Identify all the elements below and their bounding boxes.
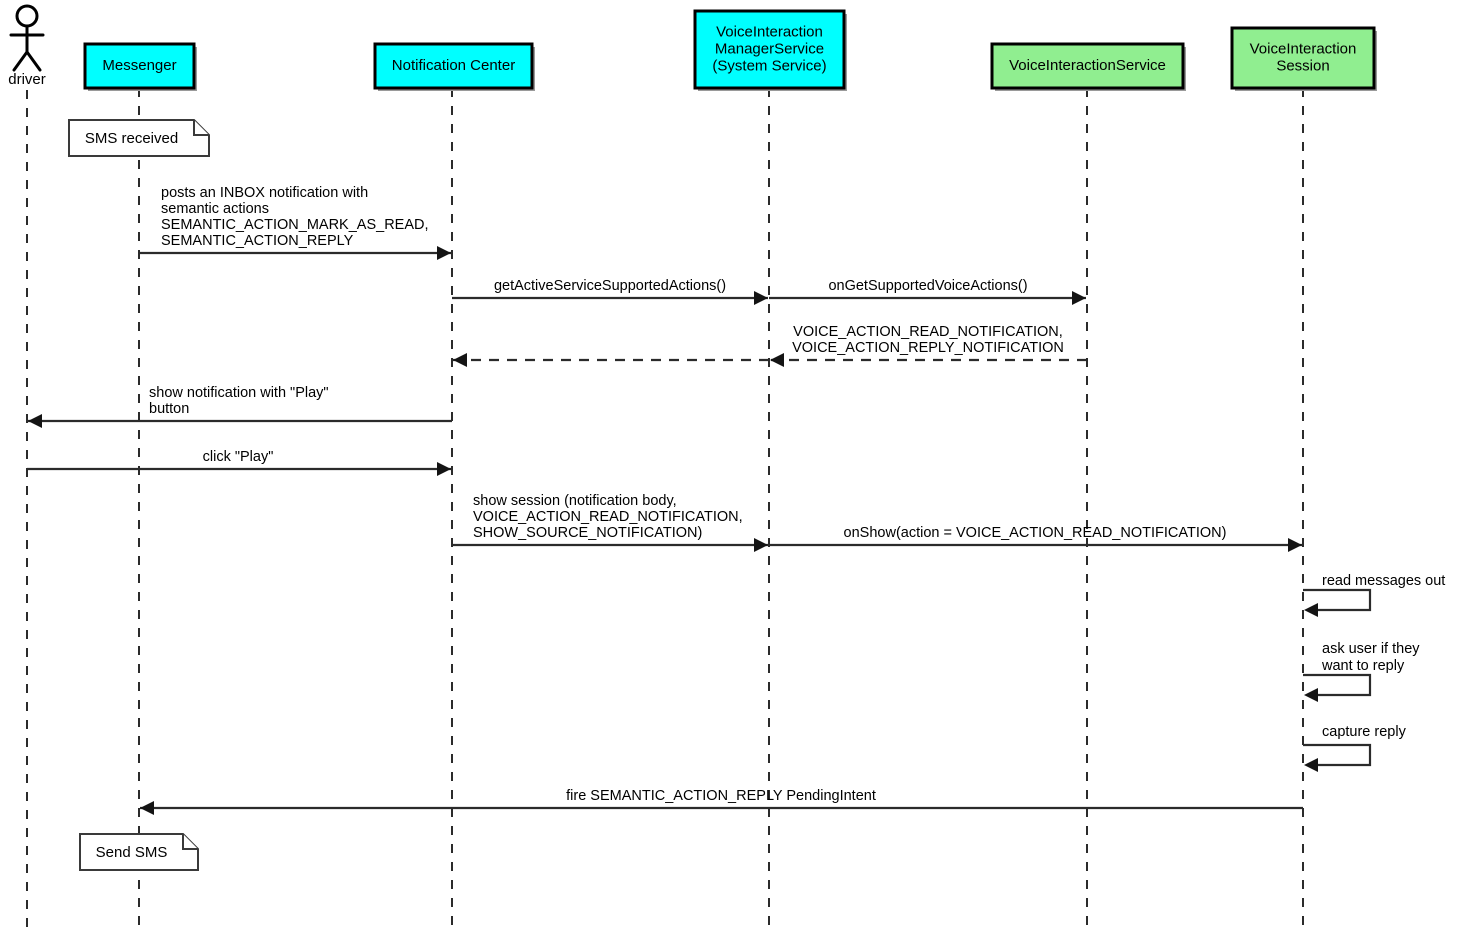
- participant-notification-center[interactable]: Notification Center: [373, 42, 535, 91]
- message-msg-on-get-supported-voice-actions: onGetSupportedVoiceActions(): [769, 278, 1086, 305]
- participant-label-line: VoiceInteraction: [716, 23, 823, 40]
- message-msg-click-play: click "Play": [27, 449, 451, 476]
- message-arrowhead-icon: [437, 246, 451, 260]
- message-arrowhead-icon: [770, 353, 784, 367]
- note-label: Send SMS: [96, 844, 168, 861]
- self-message-self-capture-reply: capture reply: [1303, 724, 1407, 772]
- participant-box[interactable]: [1230, 26, 1376, 90]
- message-arrowhead-icon: [754, 291, 768, 305]
- self-message-label-line: read messages out: [1322, 573, 1445, 589]
- message-label-line: VOICE_ACTION_REPLY_NOTIFICATION: [792, 340, 1064, 356]
- message-arrowhead-icon: [140, 801, 154, 815]
- message-label-line: onShow(action = VOICE_ACTION_READ_NOTIFI…: [844, 525, 1227, 541]
- participant-label-line: Notification Center: [392, 57, 515, 74]
- self-message-path: [1303, 588, 1372, 612]
- note-note-send-sms: Send SMS: [79, 833, 199, 871]
- note-body: [79, 833, 199, 871]
- message-label-line: click "Play": [203, 449, 274, 465]
- message-label-line: SHOW_SOURCE_NOTIFICATION): [473, 525, 702, 541]
- messages-layer: posts an INBOX notification withsemantic…: [27, 185, 1303, 815]
- message-arrowhead-icon: [28, 414, 42, 428]
- message-label-line: onGetSupportedVoiceActions(): [828, 278, 1027, 294]
- message-label-line: show notification with "Play": [149, 385, 329, 401]
- self-message-label-line: capture reply: [1322, 724, 1407, 740]
- note-note-sms-received: SMS received: [68, 119, 210, 157]
- self-message-path: [1303, 743, 1372, 767]
- participant-label-line: Messenger: [102, 57, 176, 74]
- actor-driver: driver: [8, 4, 46, 88]
- actor-head-icon: [15, 4, 39, 28]
- actor-leg-right-icon: [25, 50, 42, 72]
- message-arrowhead-icon: [453, 353, 467, 367]
- message-label-line: show session (notification body,: [473, 493, 677, 509]
- participant-label-line: ManagerService: [715, 40, 824, 57]
- message-label-line: VOICE_ACTION_READ_NOTIFICATION,: [473, 509, 743, 525]
- message-label-line: posts an INBOX notification with: [161, 185, 368, 201]
- message-msg-supported-actions-return-to-nc: [453, 353, 769, 367]
- message-label-line: SEMANTIC_ACTION_MARK_AS_READ,: [161, 217, 429, 233]
- participant-label-line: Session: [1276, 57, 1329, 74]
- participants-layer: driver Messenger Notification Center VoiceI…: [8, 4, 1377, 91]
- message-msg-supported-voice-actions-return: VOICE_ACTION_READ_NOTIFICATION,VOICE_ACT…: [770, 324, 1087, 367]
- message-label-line: semantic actions: [161, 201, 269, 217]
- self-message-path: [1303, 673, 1372, 697]
- message-label-line: getActiveServiceSupportedActions(): [494, 278, 726, 294]
- participant-box[interactable]: [373, 42, 534, 90]
- message-arrowhead-icon: [1288, 538, 1302, 552]
- self-message-self-read-messages-out: read messages out: [1303, 573, 1445, 617]
- actor-leg-left-icon: [12, 50, 29, 72]
- message-arrowhead-icon: [437, 462, 451, 476]
- participant-label-line: (System Service): [712, 57, 826, 74]
- self-message-label-line: want to reply: [1321, 658, 1405, 674]
- lifelines-layer: [26, 88, 1304, 927]
- message-label-line: button: [149, 401, 189, 417]
- self-message-arrowhead-icon: [1304, 688, 1318, 702]
- self-message-arrowhead-icon: [1304, 758, 1318, 772]
- message-msg-fire-semantic-action-reply-pending-intent: fire SEMANTIC_ACTION_REPLY PendingIntent: [140, 788, 1303, 815]
- message-msg-show-notification-with-play: show notification with "Play"button: [28, 385, 452, 428]
- self-message-arrowhead-icon: [1304, 603, 1318, 617]
- message-msg-post-inbox-notification: posts an INBOX notification withsemantic…: [139, 185, 451, 260]
- note-label: SMS received: [85, 130, 178, 147]
- actor-label: driver: [8, 71, 46, 88]
- message-msg-get-active-service-supported-actions: getActiveServiceSupportedActions(): [452, 278, 768, 305]
- note-fold-icon: [193, 120, 209, 136]
- message-arrowhead-icon: [754, 538, 768, 552]
- message-label-line: VOICE_ACTION_READ_NOTIFICATION,: [793, 324, 1063, 340]
- message-label-line: fire SEMANTIC_ACTION_REPLY PendingIntent: [566, 788, 876, 804]
- message-label-line: SEMANTIC_ACTION_REPLY: [161, 233, 354, 249]
- note-fold-icon: [182, 834, 198, 850]
- participant-voice-interaction-service[interactable]: VoiceInteractionService: [990, 42, 1186, 91]
- message-arrowhead-icon: [1072, 291, 1086, 305]
- note-body: [68, 119, 210, 157]
- participant-box[interactable]: [83, 42, 196, 90]
- self-message-label-line: ask user if they: [1322, 641, 1420, 657]
- participant-box[interactable]: [990, 42, 1185, 90]
- message-msg-on-show: onShow(action = VOICE_ACTION_READ_NOTIFI…: [769, 525, 1302, 552]
- participant-label-line: VoiceInteractionService: [1009, 57, 1166, 74]
- participant-label-line: VoiceInteraction: [1250, 40, 1357, 57]
- participant-box[interactable]: [693, 9, 846, 90]
- message-msg-show-session: show session (notification body,VOICE_AC…: [452, 493, 768, 552]
- participant-messenger[interactable]: Messenger: [83, 42, 197, 91]
